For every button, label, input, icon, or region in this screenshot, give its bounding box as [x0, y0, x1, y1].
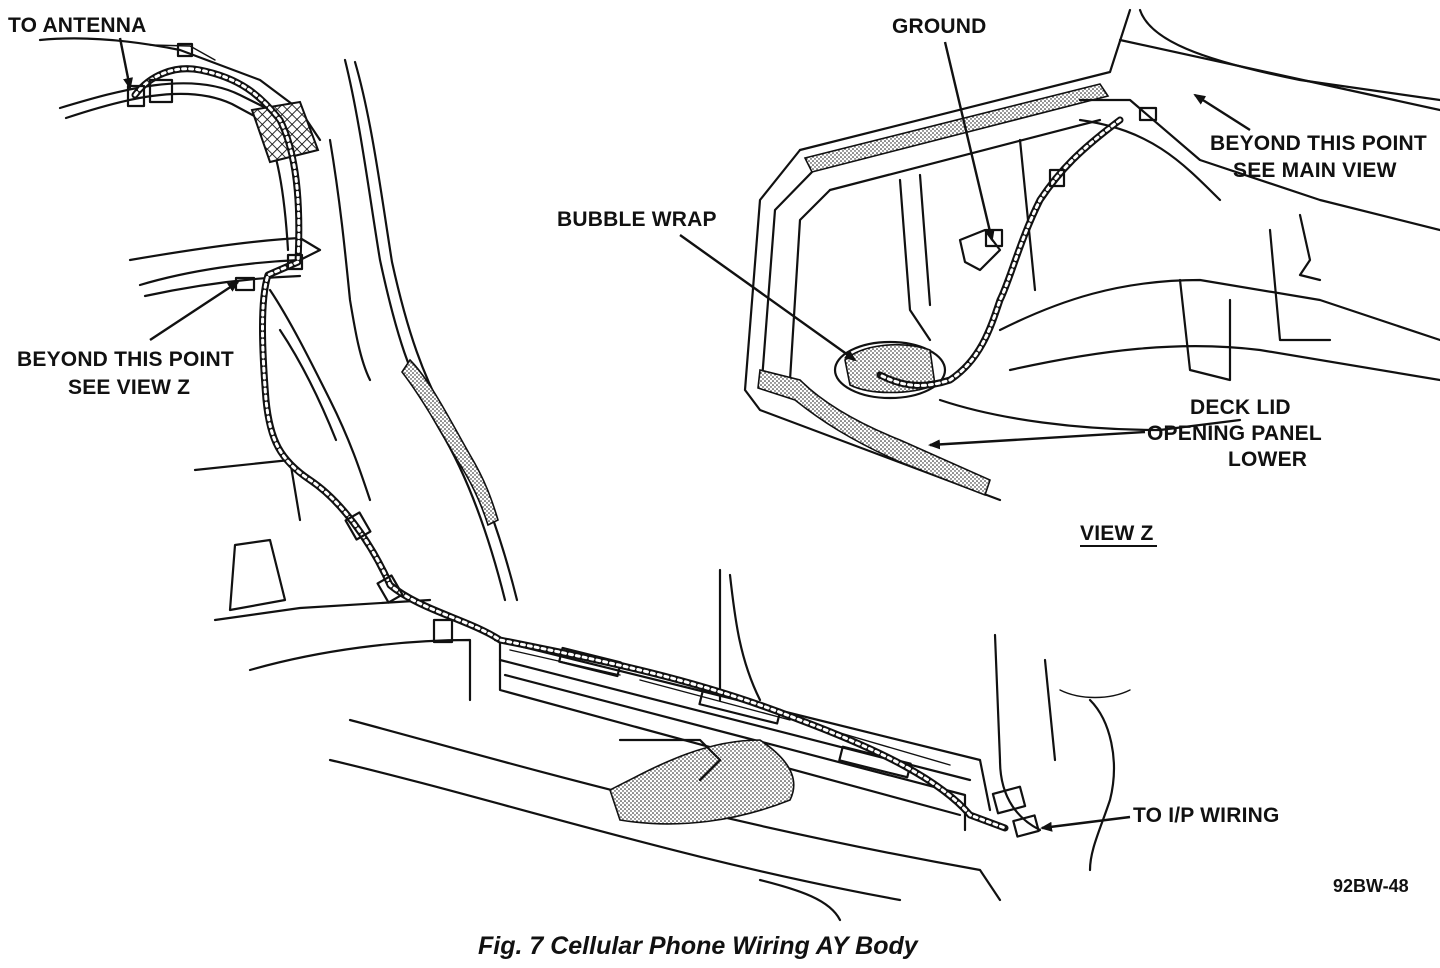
- leader-ground: [943, 41, 995, 242]
- view-z-wire-harness: [876, 106, 1158, 389]
- callout-labels: TO ANTENNA BEYOND THIS POINT SEE VIEW Z …: [8, 14, 1427, 960]
- leader-deck-lid: [928, 430, 1146, 450]
- label-beyond-view-z-line2: SEE VIEW Z: [68, 376, 190, 399]
- main-view-drawing: [38, 37, 1131, 922]
- label-deck-lid-line3: LOWER: [1228, 448, 1307, 471]
- label-to-antenna: TO ANTENNA: [8, 14, 147, 37]
- figure-code: 92BW-48: [1333, 876, 1409, 896]
- view-z-drawing: [743, 8, 1440, 502]
- leader-beyond-view-z: [149, 280, 240, 342]
- label-bubble-wrap: BUBBLE WRAP: [557, 208, 717, 231]
- label-beyond-main-line2: SEE MAIN VIEW: [1233, 159, 1397, 182]
- leader-bubble-wrap: [679, 234, 857, 362]
- main-wire-harness: [126, 42, 1009, 832]
- figure-caption: Fig. 7 Cellular Phone Wiring AY Body: [478, 932, 919, 960]
- leader-to-antenna: [118, 37, 133, 90]
- leader-lines: [118, 37, 1251, 832]
- label-view-z: VIEW Z: [1080, 522, 1154, 545]
- label-beyond-view-z-line1: BEYOND THIS POINT: [17, 348, 234, 371]
- label-beyond-main-line1: BEYOND THIS POINT: [1210, 132, 1427, 155]
- leader-to-ip-wiring: [1040, 815, 1131, 832]
- leader-beyond-main: [1193, 93, 1251, 132]
- label-ground: GROUND: [892, 15, 987, 38]
- label-deck-lid-line1: DECK LID: [1190, 396, 1291, 419]
- label-deck-lid-line2: OPENING PANEL: [1147, 422, 1322, 445]
- label-to-ip-wiring: TO I/P WIRING: [1133, 804, 1280, 827]
